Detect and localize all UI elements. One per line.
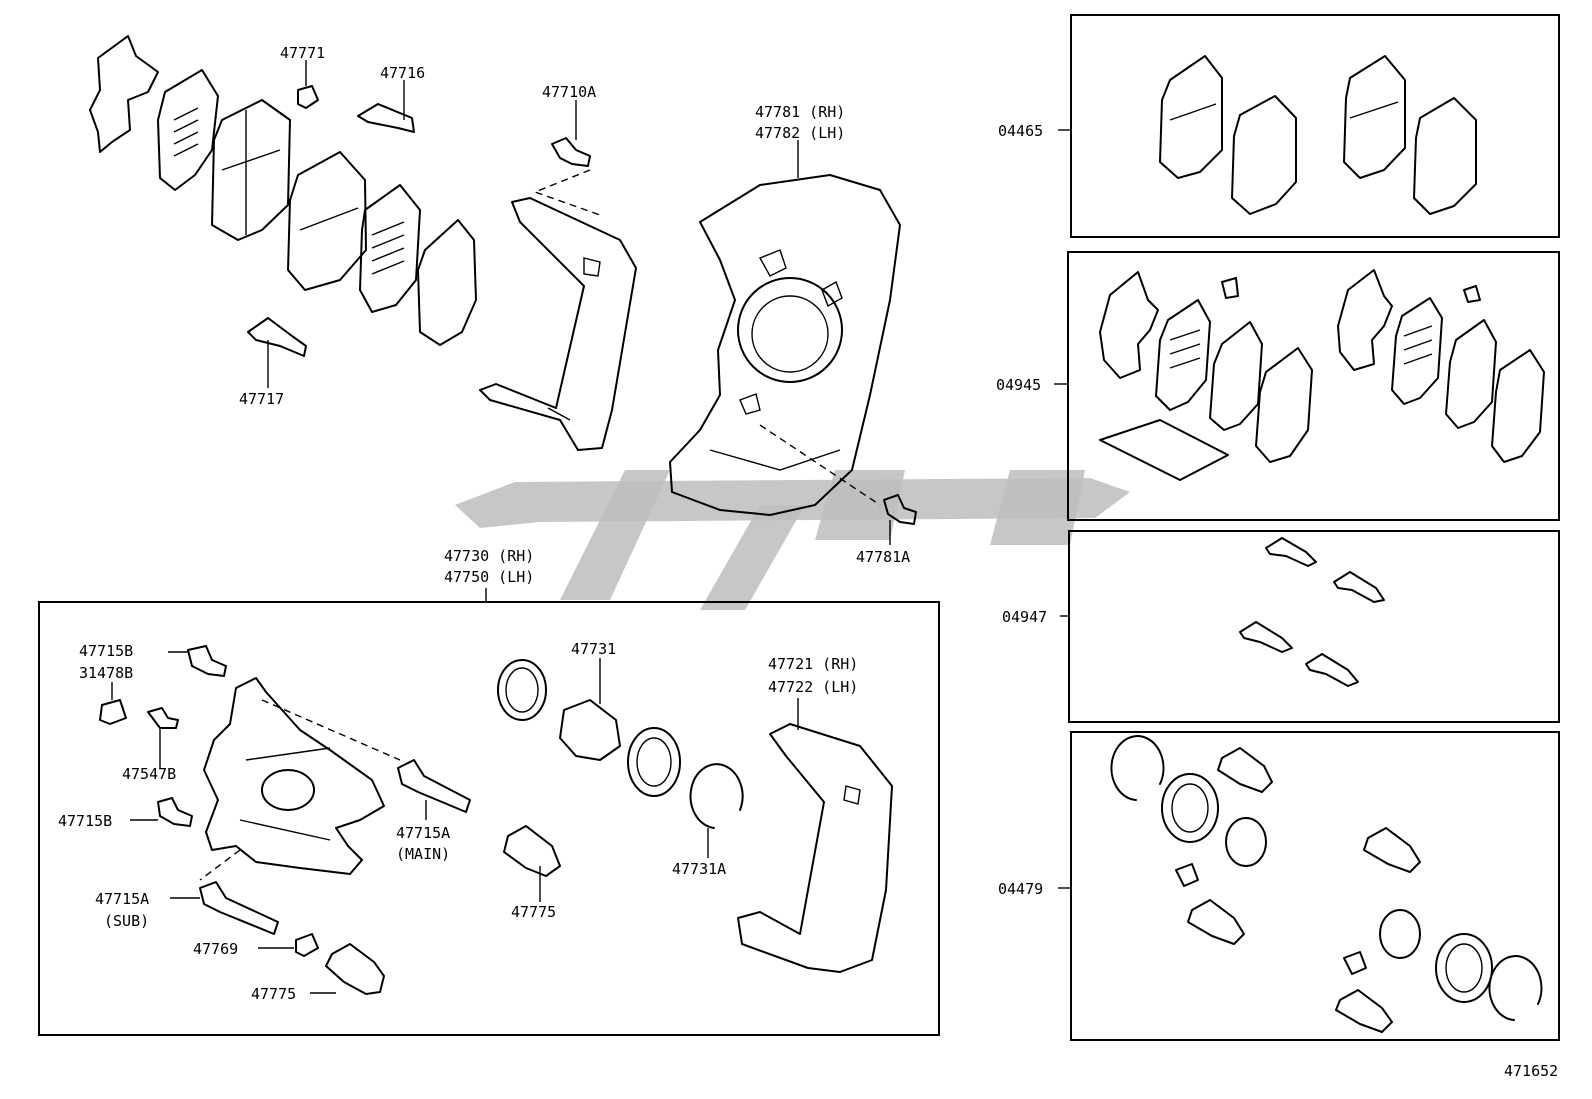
slide-pin-main-dashline xyxy=(261,699,401,761)
clip-47716 xyxy=(357,103,415,133)
label-sub-note: (SUB) xyxy=(104,912,149,930)
label-kit-04465: 04465 xyxy=(998,122,1043,140)
label-31478b: 31478B xyxy=(79,664,133,682)
label-47715a-main: 47715A xyxy=(396,824,450,842)
kit-04945-shims xyxy=(1099,269,1545,481)
seal-kit-middle xyxy=(497,659,744,877)
label-kit-04947: 04947 xyxy=(1002,608,1047,626)
pad-set-top-left xyxy=(89,35,477,346)
bolt-47781a xyxy=(883,494,917,525)
kit-box-04465 xyxy=(1070,14,1560,238)
clip-47771 xyxy=(297,85,319,109)
mounting-bracket-47721 xyxy=(737,723,893,973)
kit-box-04479 xyxy=(1070,731,1560,1041)
kit-04465-pads xyxy=(1159,55,1477,215)
label-kit-04479: 04479 xyxy=(998,880,1043,898)
label-main-note: (MAIN) xyxy=(396,845,450,863)
kit-04479-seals xyxy=(1110,735,1543,1033)
cover-dashline xyxy=(759,424,881,506)
bolt-47715b-top xyxy=(187,645,227,677)
bolt-47710a xyxy=(551,137,591,167)
label-47715b-mid: 47715B xyxy=(58,812,112,830)
label-47775-left: 47775 xyxy=(251,985,296,1003)
label-47750-lh: 47750 (LH) xyxy=(444,568,534,586)
label-47547b: 47547B xyxy=(122,765,176,783)
caliper-assembly-box xyxy=(38,601,940,1036)
label-47715a-sub: 47715A xyxy=(95,890,149,908)
bolt-47715b-mid xyxy=(157,797,193,827)
label-47781-rh: 47781 (RH) xyxy=(755,103,845,121)
part-labels: 47771 47716 47710A 47781 (RH) 47782 (LH)… xyxy=(58,44,1558,1080)
label-47717: 47717 xyxy=(239,390,284,408)
kit-04947-clips xyxy=(1239,537,1385,687)
kit-box-04947 xyxy=(1068,530,1560,723)
clip-47717 xyxy=(247,317,307,357)
boot-47775-left xyxy=(325,943,385,995)
label-47715b-top: 47715B xyxy=(79,642,133,660)
label-47782-lh: 47782 (LH) xyxy=(755,124,845,142)
bushing-47769 xyxy=(295,933,319,957)
label-47731: 47731 xyxy=(571,640,616,658)
kit-box-04945 xyxy=(1067,251,1560,521)
label-47769: 47769 xyxy=(193,940,238,958)
dust-cover xyxy=(669,174,901,516)
caliper-body xyxy=(203,677,385,875)
label-kit-04945: 04945 xyxy=(996,376,1041,394)
bracket-dashline xyxy=(533,169,601,216)
label-47781a: 47781A xyxy=(856,548,910,566)
label-47730-rh: 47730 (RH) xyxy=(444,547,534,565)
label-47731a: 47731A xyxy=(672,860,726,878)
label-47716: 47716 xyxy=(380,64,425,82)
label-47722-lh: 47722 (LH) xyxy=(768,678,858,696)
bleeder-47547b xyxy=(147,707,179,729)
watermark-logo xyxy=(455,470,1130,610)
label-47771: 47771 xyxy=(280,44,325,62)
diagram-id: 471652 xyxy=(1504,1062,1558,1080)
mounting-bracket-top xyxy=(479,197,637,451)
label-47775-mid: 47775 xyxy=(511,903,556,921)
slide-pin-47715a-sub xyxy=(199,881,279,935)
leader-lines xyxy=(111,60,1071,994)
slide-pin-sub-dashline xyxy=(199,849,241,881)
slide-pin-47715a-main xyxy=(397,759,471,813)
label-47721-rh: 47721 (RH) xyxy=(768,655,858,673)
label-47710a: 47710A xyxy=(542,83,596,101)
cap-31478b xyxy=(99,699,127,725)
